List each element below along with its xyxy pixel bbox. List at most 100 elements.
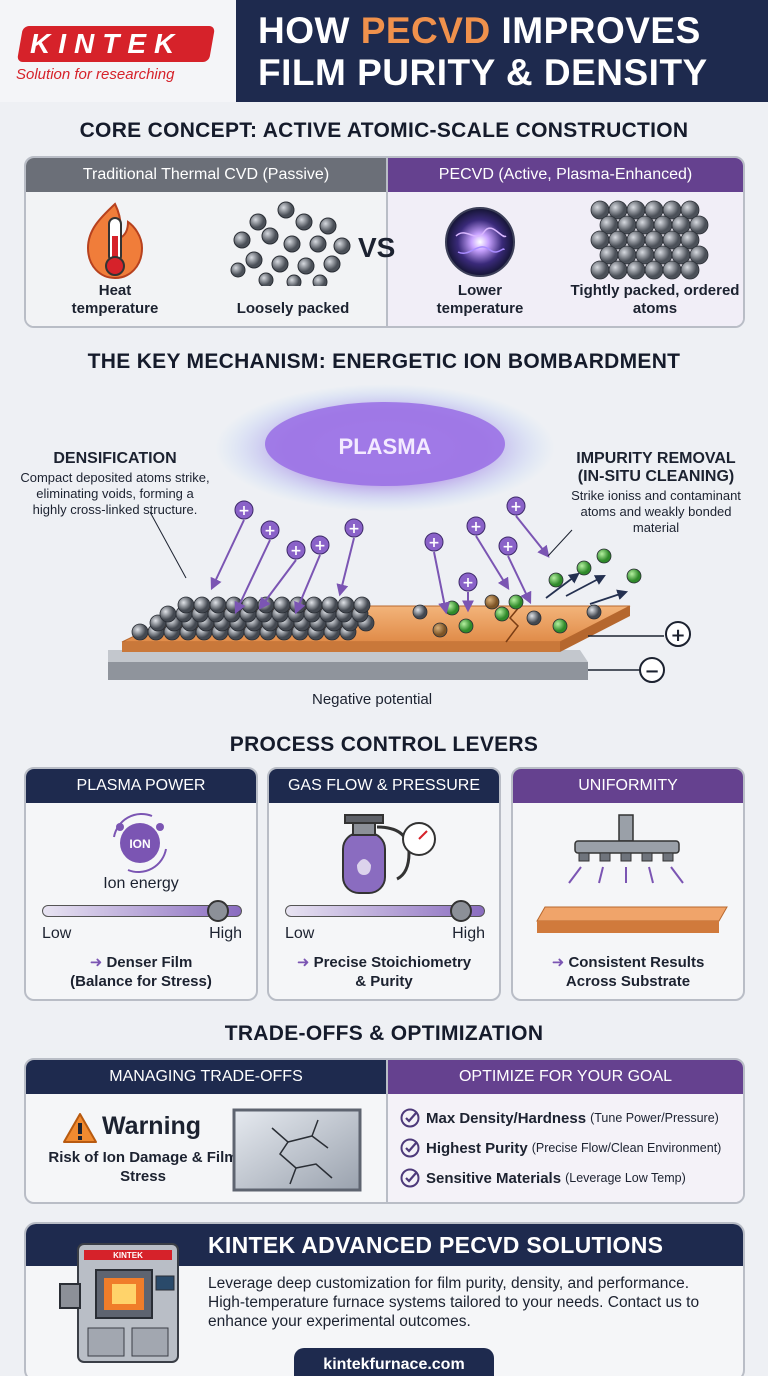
tradeoffs-panel: MANAGING TRADE-OFFS Warning Risk of Ion …	[24, 1058, 745, 1204]
ion	[286, 540, 306, 560]
ejected-atom	[596, 548, 612, 564]
goal-item: Sensitive Materials (Leverage Low Temp)	[400, 1168, 686, 1188]
core-section-title: CORE CONCEPT: ACTIVE ATOMIC-SCALE CONSTR…	[79, 119, 689, 142]
ejection-arrow	[545, 572, 580, 599]
ion	[458, 572, 478, 592]
ion-bombardment-diagram: PLASMA ++++++++++ + −	[108, 384, 691, 683]
check-circle-icon	[400, 1108, 420, 1128]
plasma-power-title: PLASMA POWER	[26, 769, 256, 803]
plasma-power-card: PLASMA POWER ION Ion energy Low High ➜ D…	[24, 767, 258, 1001]
ion-trajectory	[507, 555, 532, 605]
tradeoffs-section-title: TRADE-OFFS & OPTIMIZATION	[224, 1022, 544, 1045]
loose-atoms-icon	[230, 201, 351, 290]
loose-cell: Loosely packed	[208, 196, 378, 326]
ion-trajectory	[475, 535, 510, 591]
flow-low-label: Low	[285, 925, 315, 942]
power-result: ➜ Denser Film(Balance for Stress)	[70, 954, 212, 990]
thermometer-flame-icon	[86, 202, 144, 280]
ion-charge-sign: +	[238, 503, 250, 519]
atom	[689, 215, 709, 235]
footer-body: Leverage deep customization for film pur…	[208, 1275, 700, 1330]
ion-charge-sign: +	[428, 535, 440, 551]
ejected-atom	[626, 568, 642, 584]
atom	[662, 260, 682, 280]
impurity-atom	[586, 604, 602, 620]
power-high-label: High	[209, 925, 242, 942]
impurity-atom	[444, 600, 460, 616]
ion	[344, 518, 364, 538]
svg-text:KINTEK: KINTEK	[113, 1251, 143, 1260]
ion-charge-sign: +	[290, 543, 302, 559]
ion-charge-sign: +	[314, 538, 326, 554]
goal-sub: (Leverage Low Temp)	[565, 1171, 686, 1185]
heat-cell: Heat temperature	[30, 196, 200, 326]
logo-area: KINTEK Solution for researching	[0, 0, 236, 102]
ejection-arrow	[589, 589, 629, 605]
versus-label: VS	[358, 232, 396, 263]
ion-trajectory	[336, 537, 355, 597]
pecvd-column: PECVD (Active, Plasma-Enhanced) Lower te…	[386, 158, 743, 326]
plasma-label: PLASMA	[339, 434, 432, 459]
atom	[680, 200, 700, 220]
power-low-label: Low	[42, 925, 72, 942]
showerhead-substrate-icon	[536, 814, 728, 933]
page-title-line-1: HOW PECVD IMPROVES	[258, 10, 701, 51]
website-link[interactable]: kintekfurnace.com	[294, 1348, 494, 1376]
positive-terminal-icon	[665, 621, 691, 647]
ion-icon: ION	[113, 813, 167, 873]
packed-cell: Tightly packed, ordered atoms	[570, 196, 740, 326]
electrode-top	[108, 650, 588, 662]
ion-trajectory	[433, 551, 451, 615]
film-atom	[209, 596, 227, 614]
flow-high-label: High	[452, 925, 485, 942]
film-atom	[241, 596, 259, 614]
arrow-right-icon: ➜	[551, 954, 565, 971]
page-header: KINTEK Solution for researching HOW PECV…	[0, 0, 768, 102]
impurity-atom	[432, 622, 448, 638]
loose-label: Loosely packed	[236, 300, 350, 317]
goal-sub: (Precise Flow/Clean Environment)	[531, 1141, 722, 1155]
brand-tagline: Solution for researching	[16, 66, 175, 83]
flow-slider[interactable]	[285, 900, 485, 922]
warning-text: Risk of Ion Damage & Film Stress	[48, 1149, 238, 1185]
impurity-callout: IMPURITY REMOVAL (IN-SITU CLEANING) Stri…	[566, 450, 746, 536]
impurity-title: IMPURITY REMOVAL (IN-SITU CLEANING)	[576, 450, 736, 485]
power-slider-knob[interactable]	[206, 900, 229, 922]
flow-slider-knob[interactable]	[449, 900, 472, 922]
goal-item: Highest Purity (Precise Flow/Clean Envir…	[400, 1138, 721, 1158]
ejected-atom	[548, 572, 564, 588]
flow-result: ➜ Precise Stoichiometry& Purity	[296, 954, 472, 990]
ion-trajectory	[515, 515, 550, 558]
managing-tradeoffs-column: MANAGING TRADE-OFFS Warning Risk of Ion …	[26, 1060, 386, 1202]
ion-charge-sign: +	[502, 539, 514, 555]
page-title-line-2: FILM PURITY & DENSITY	[258, 52, 708, 93]
thermal-cvd-header: Traditional Thermal CVD (Passive)	[26, 158, 386, 192]
ion-arrows	[210, 515, 629, 615]
mechanism-section-title: THE KEY MECHANISM: ENERGETIC ION BOMBARD…	[87, 350, 681, 373]
footer-title: KINTEK ADVANCED PECVD SOLUTIONS	[208, 1232, 664, 1258]
atom	[626, 260, 646, 280]
packed-label: Tightly packed, ordered atoms	[570, 282, 740, 317]
atom	[689, 245, 709, 265]
ion	[310, 535, 330, 555]
ion	[506, 496, 526, 516]
impurity-atom	[494, 606, 510, 622]
atom	[680, 230, 700, 250]
pecvd-header: PECVD (Active, Plasma-Enhanced)	[388, 158, 743, 192]
ion-trajectory	[210, 519, 245, 591]
ion	[498, 536, 518, 556]
atom	[680, 260, 700, 280]
arrow-right-icon: ➜	[296, 954, 310, 971]
plasma-orb-icon	[445, 207, 515, 277]
negative-sign: −	[644, 661, 659, 682]
power-slider[interactable]	[42, 900, 242, 922]
warning-title: Warning	[102, 1112, 202, 1140]
check-circle-icon	[400, 1138, 420, 1158]
positive-sign: +	[670, 625, 685, 646]
impurity-atom	[484, 594, 500, 610]
furnace-icon: KINTEK	[59, 1243, 179, 1363]
gas-cylinder-gauge-icon	[342, 814, 436, 894]
film-atom	[193, 596, 211, 614]
ion-trajectory	[234, 539, 271, 615]
